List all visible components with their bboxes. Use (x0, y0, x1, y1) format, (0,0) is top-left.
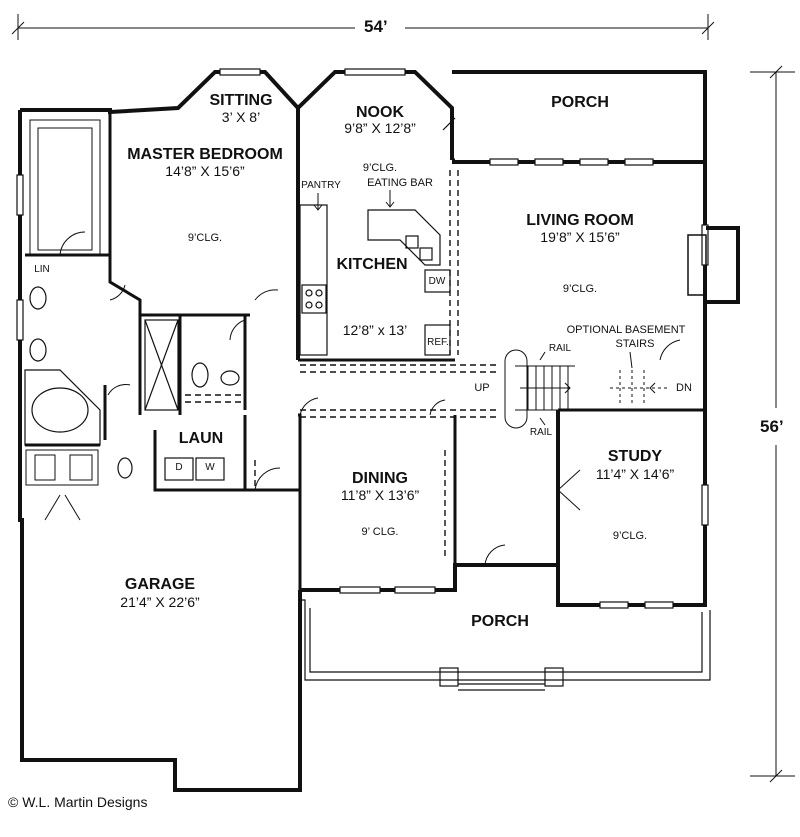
rail-top-label: RAIL (548, 343, 572, 354)
lin-label: LIN (34, 264, 50, 275)
dining-label: DINING (352, 470, 408, 487)
washer-label: W (205, 462, 215, 473)
windows (16, 68, 709, 609)
dining-ceiling: 9’ CLG. (361, 526, 399, 538)
fireplace (687, 226, 740, 304)
dn-label: DN (676, 382, 692, 394)
porch-rails (300, 599, 711, 691)
garage-details (25, 119, 101, 486)
study-label: STUDY (607, 448, 663, 465)
dashed-openings (185, 170, 500, 560)
optional-basement-label: OPTIONAL BASEMENT (566, 324, 686, 336)
nook-size: 9’8” X 12’8” (344, 120, 416, 136)
master-bedroom-label: MASTER BEDROOM (127, 146, 283, 163)
interior-walls (25, 112, 705, 590)
kitchen-size: 12’8” x 13’ (342, 322, 408, 338)
dryer-label: D (175, 462, 183, 473)
nook-label: NOOK (356, 104, 404, 121)
overall-width-label: 54’ (364, 17, 388, 36)
living-room-label: LIVING ROOM (526, 212, 634, 229)
kitchen-label: KITCHEN (336, 256, 408, 273)
study-ceiling: 9’CLG. (612, 530, 648, 542)
stairs (504, 349, 670, 429)
copyright-notice: © W.L. Martin Designs (8, 794, 148, 810)
rail-bottom-label: RAIL (529, 427, 553, 438)
dimension-lines (17, 14, 795, 777)
stairs-label: STAIRS (615, 338, 655, 350)
eating-bar-label: EATING BAR (367, 177, 433, 189)
dw-label: DW (428, 276, 446, 287)
living-room-size: 19’8” X 15’6” (540, 229, 620, 245)
study-size: 11’4” X 14’6” (595, 466, 675, 482)
laun-label: LAUN (178, 430, 224, 447)
dimension-ticks (11, 21, 783, 783)
arrows (313, 190, 633, 426)
master-bedroom-ceiling: 9’CLG. (187, 232, 223, 244)
up-label: UP (474, 382, 490, 394)
sitting-label: SITTING (209, 92, 273, 109)
sitting-size: 3’ X 8’ (221, 109, 261, 125)
pantry-label: PANTRY (301, 180, 341, 191)
ref-label: REF. (427, 337, 449, 348)
bath-fixtures (24, 286, 240, 481)
kitchen-fixtures (299, 117, 456, 356)
exterior-walls (18, 70, 707, 792)
living-room-ceiling: 9’CLG. (562, 283, 598, 295)
overall-depth-label: 56’ (760, 417, 784, 436)
kitchen-ceiling: 9’CLG. (362, 162, 398, 174)
porch-front-label: PORCH (471, 613, 529, 630)
master-bedroom-size: 14’8” X 15’6” (165, 163, 245, 179)
door-swings (44, 231, 681, 566)
garage-size: 21’4” X 22’6” (120, 594, 200, 610)
garage-label: GARAGE (124, 576, 196, 593)
porch-rear-label: PORCH (551, 94, 609, 111)
dining-size: 11’8” X 13’6” (340, 487, 420, 503)
